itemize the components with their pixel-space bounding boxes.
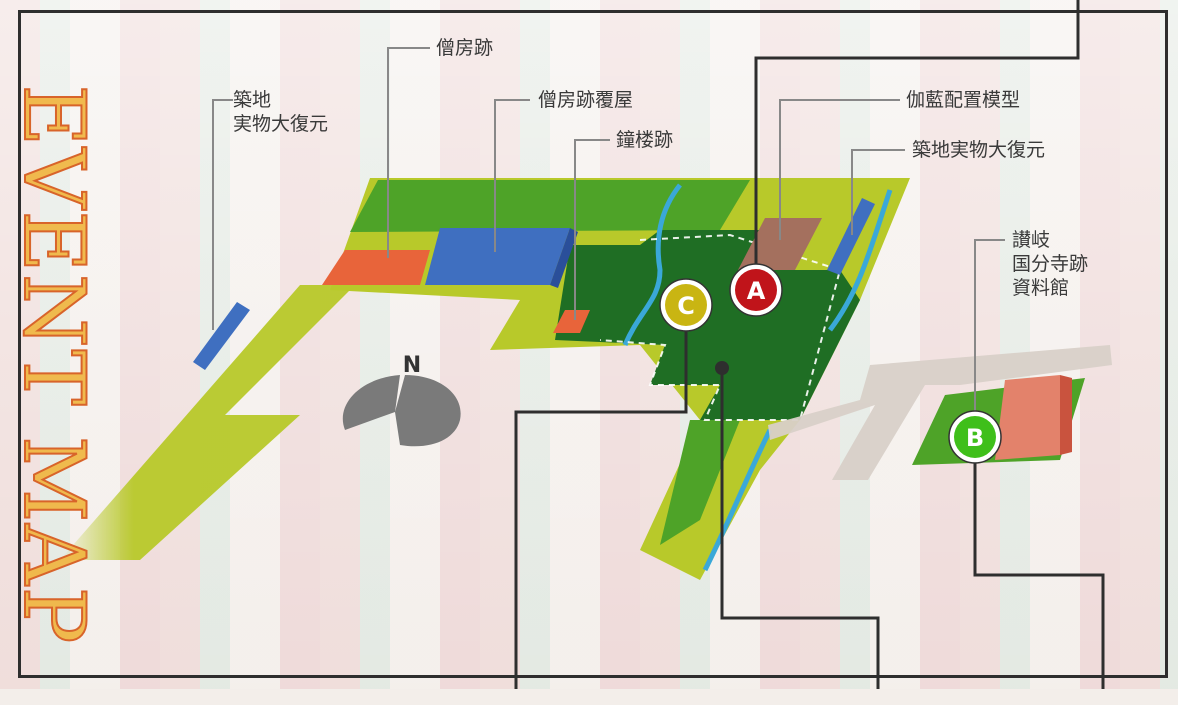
map-dashed-boundary: [599, 233, 842, 421]
tsuiji-right-block: [827, 198, 875, 275]
label-shoro-ato: 鐘楼跡: [616, 129, 674, 151]
route-lines: [514, 0, 1105, 689]
label-tsuiji-right: 築地実物大復元: [912, 139, 1046, 161]
tsuiji-left-block: [193, 302, 250, 370]
museum-road: [768, 345, 1112, 480]
museum-building: [995, 375, 1060, 460]
map-green-strip: [350, 180, 750, 232]
event-map-title: EVENT MAP: [4, 84, 104, 647]
map-walkway-left: [60, 285, 355, 560]
museum-building-side: [1060, 375, 1072, 455]
sobo-ato-block: [322, 250, 430, 285]
label-sobo-ato-oioku: 僧房跡覆屋: [538, 89, 634, 111]
north-label: N: [403, 353, 421, 378]
shoro-ato-block: [553, 310, 590, 333]
leader-lines: [212, 47, 1005, 420]
marker-a-label: A: [747, 277, 766, 305]
garan-model-block: [738, 218, 822, 270]
sobo-oioku-block: [425, 228, 570, 285]
sobo-oioku-block-side: [550, 228, 578, 288]
label-museum: 讃岐 国分寺跡 資料館: [1012, 229, 1089, 299]
label-tsuiji-left: 築地 実物大復元: [233, 89, 329, 135]
event-map: N A C: [0, 0, 1178, 689]
map-stream: [622, 183, 682, 346]
north-compass-icon: [342, 375, 461, 447]
label-garan-model: 伽藍配置模型: [906, 89, 1021, 111]
map-central-precinct: [555, 230, 860, 420]
map-frame: [18, 10, 1168, 678]
marker-b[interactable]: B: [948, 410, 1002, 464]
route-node: [715, 361, 729, 375]
marker-c-label: C: [677, 292, 695, 320]
map-stream-right: [827, 189, 893, 332]
map-green-strip-lower: [660, 420, 740, 545]
marker-c[interactable]: C: [659, 278, 713, 332]
map-stream-lower: [702, 428, 773, 572]
map-drawing: N A C: [60, 0, 1112, 689]
marker-a[interactable]: A: [729, 263, 783, 317]
marker-b-label: B: [966, 424, 984, 452]
label-sobo-ato: 僧房跡: [436, 37, 494, 59]
